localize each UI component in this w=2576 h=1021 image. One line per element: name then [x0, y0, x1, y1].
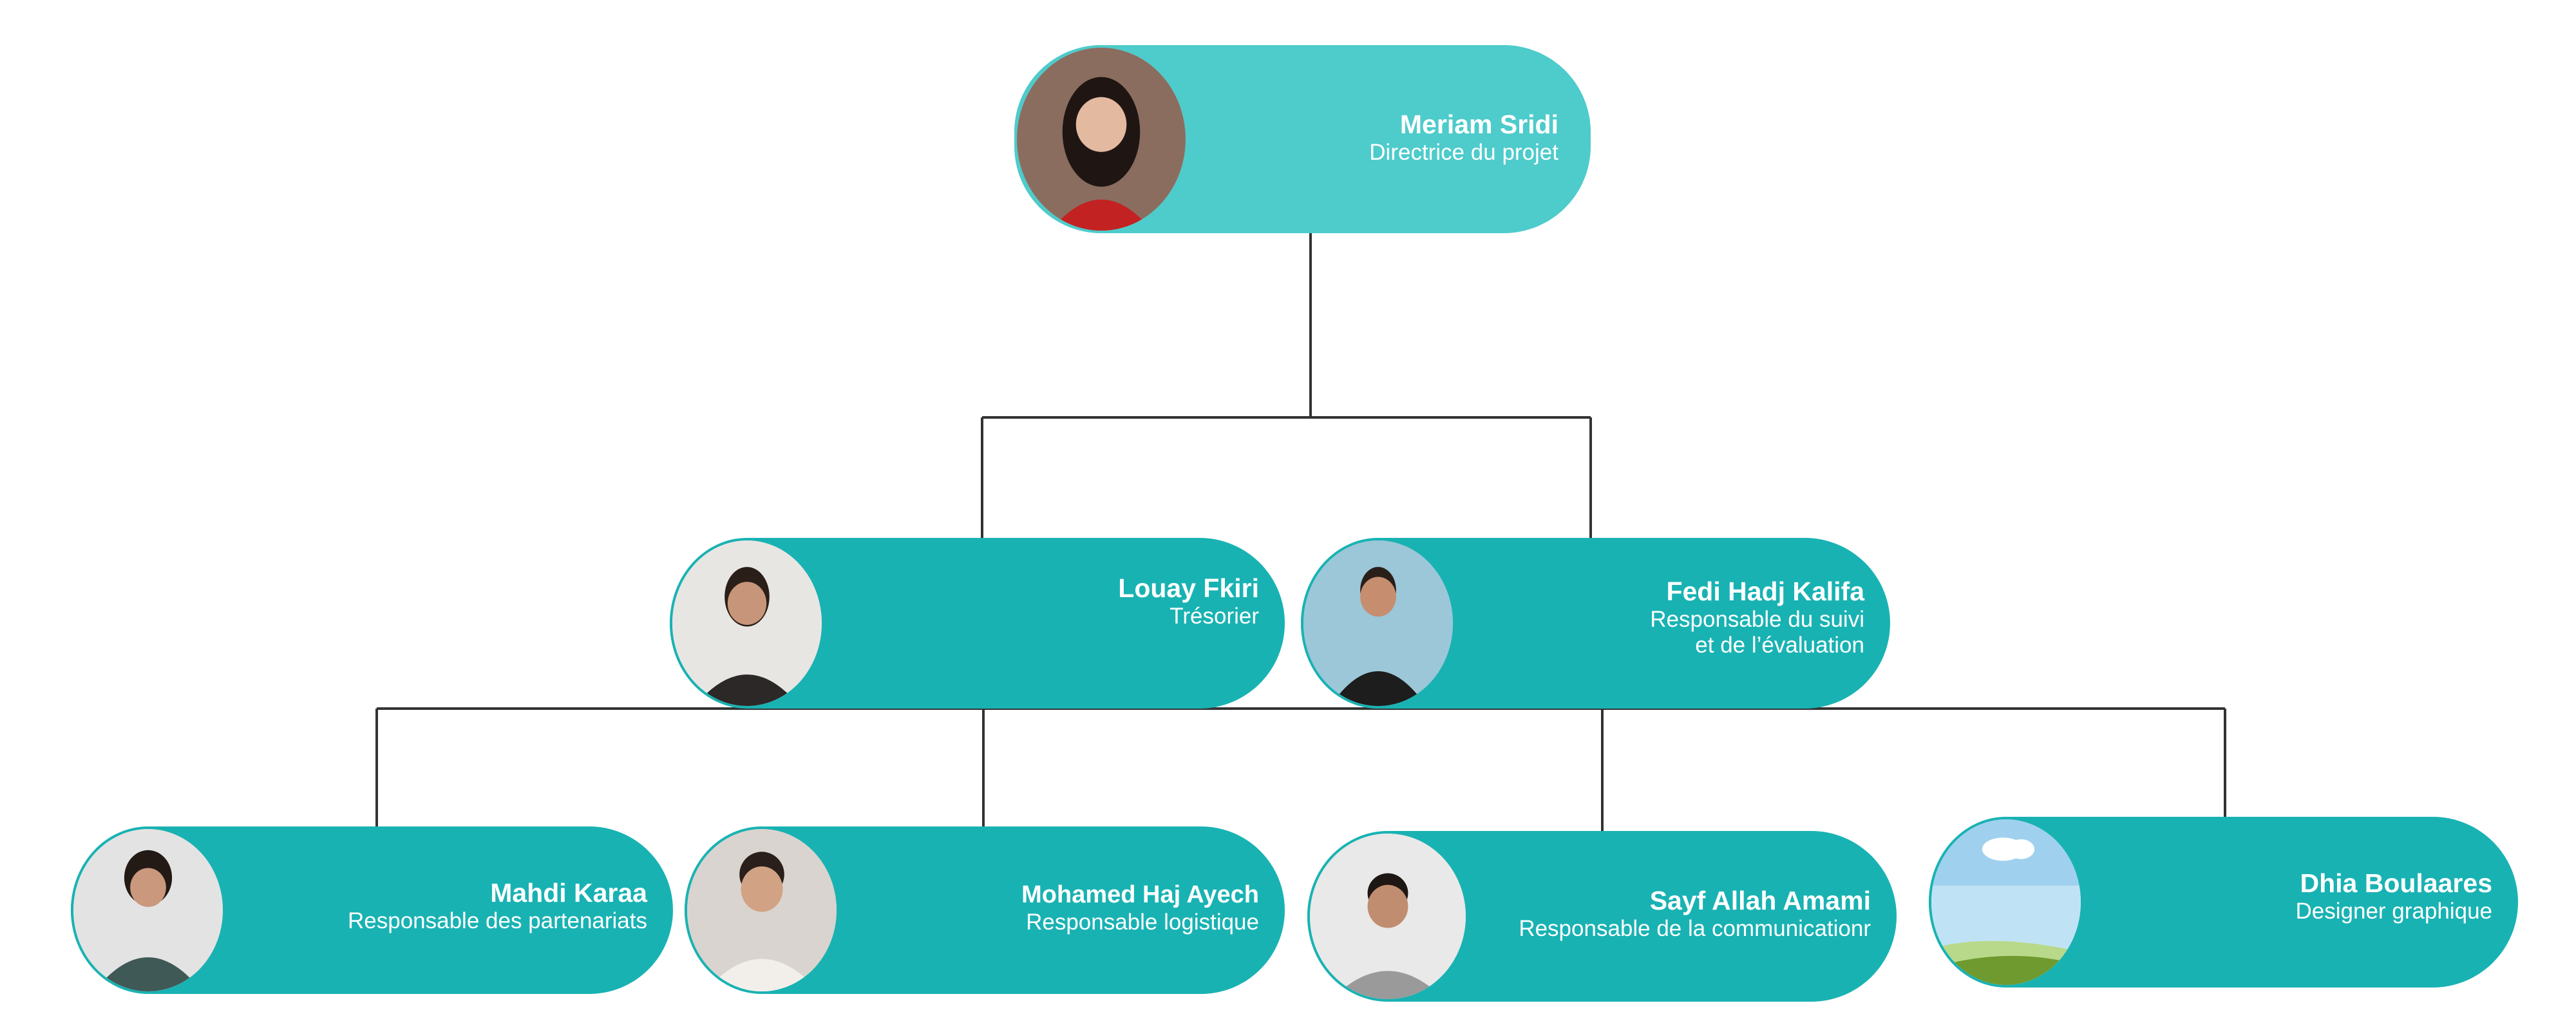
- person-role: Responsable du suivi et de l’évaluation: [1650, 607, 1864, 658]
- person-role: Responsable des partenariats: [347, 908, 647, 934]
- org-node-sayf[interactable]: Sayf Allah Amami Responsable de la commu…: [1307, 831, 1897, 1002]
- person-name: Sayf Allah Amami: [1649, 886, 1871, 915]
- org-node-mahdi[interactable]: Mahdi Karaa Responsable des partenariats: [71, 826, 673, 994]
- person-role: Responsable de la communicationr: [1519, 916, 1871, 942]
- avatar: [1014, 45, 1188, 233]
- person-name: Fedi Hadj Kalifa: [1666, 577, 1864, 606]
- person-role: Designer graphique: [2295, 899, 2492, 924]
- person-name: Louay Fkiri: [1118, 573, 1259, 603]
- portrait-photo-icon: [1310, 834, 1466, 999]
- portrait-photo-icon: [1017, 48, 1186, 231]
- person-name: Mahdi Karaa: [490, 878, 647, 908]
- portrait-photo-icon: [1303, 540, 1453, 706]
- org-node-mohamed[interactable]: Mohamed Haj Ayech Responsable logistique: [685, 826, 1285, 994]
- avatar: [1301, 538, 1455, 709]
- person-role: Responsable logistique: [1026, 909, 1259, 935]
- landscape-placeholder-icon: [1931, 819, 2081, 985]
- org-node-fedi[interactable]: Fedi Hadj Kalifa Responsable du suivi et…: [1301, 538, 1890, 709]
- person-name: Dhia Boulaares: [2300, 868, 2493, 898]
- portrait-photo-icon: [672, 540, 822, 706]
- org-node-director[interactable]: Meriam Sridi Directrice du projet: [1014, 45, 1591, 233]
- portrait-photo-icon: [687, 829, 837, 991]
- portrait-photo-icon: [73, 829, 223, 991]
- person-name: Meriam Sridi: [1399, 110, 1558, 139]
- org-node-dhia[interactable]: Dhia Boulaares Designer graphique: [1929, 817, 2518, 988]
- person-name: Mohamed Haj Ayech: [1021, 881, 1259, 908]
- avatar: [1929, 817, 2083, 988]
- org-node-louay[interactable]: Louay Fkiri Trésorier: [670, 538, 1285, 709]
- avatar: [670, 538, 824, 709]
- avatar: [71, 826, 225, 994]
- avatar: [1307, 831, 1468, 1002]
- avatar: [685, 826, 839, 994]
- person-role: Trésorier: [1170, 604, 1259, 629]
- person-role: Directrice du projet: [1369, 140, 1558, 166]
